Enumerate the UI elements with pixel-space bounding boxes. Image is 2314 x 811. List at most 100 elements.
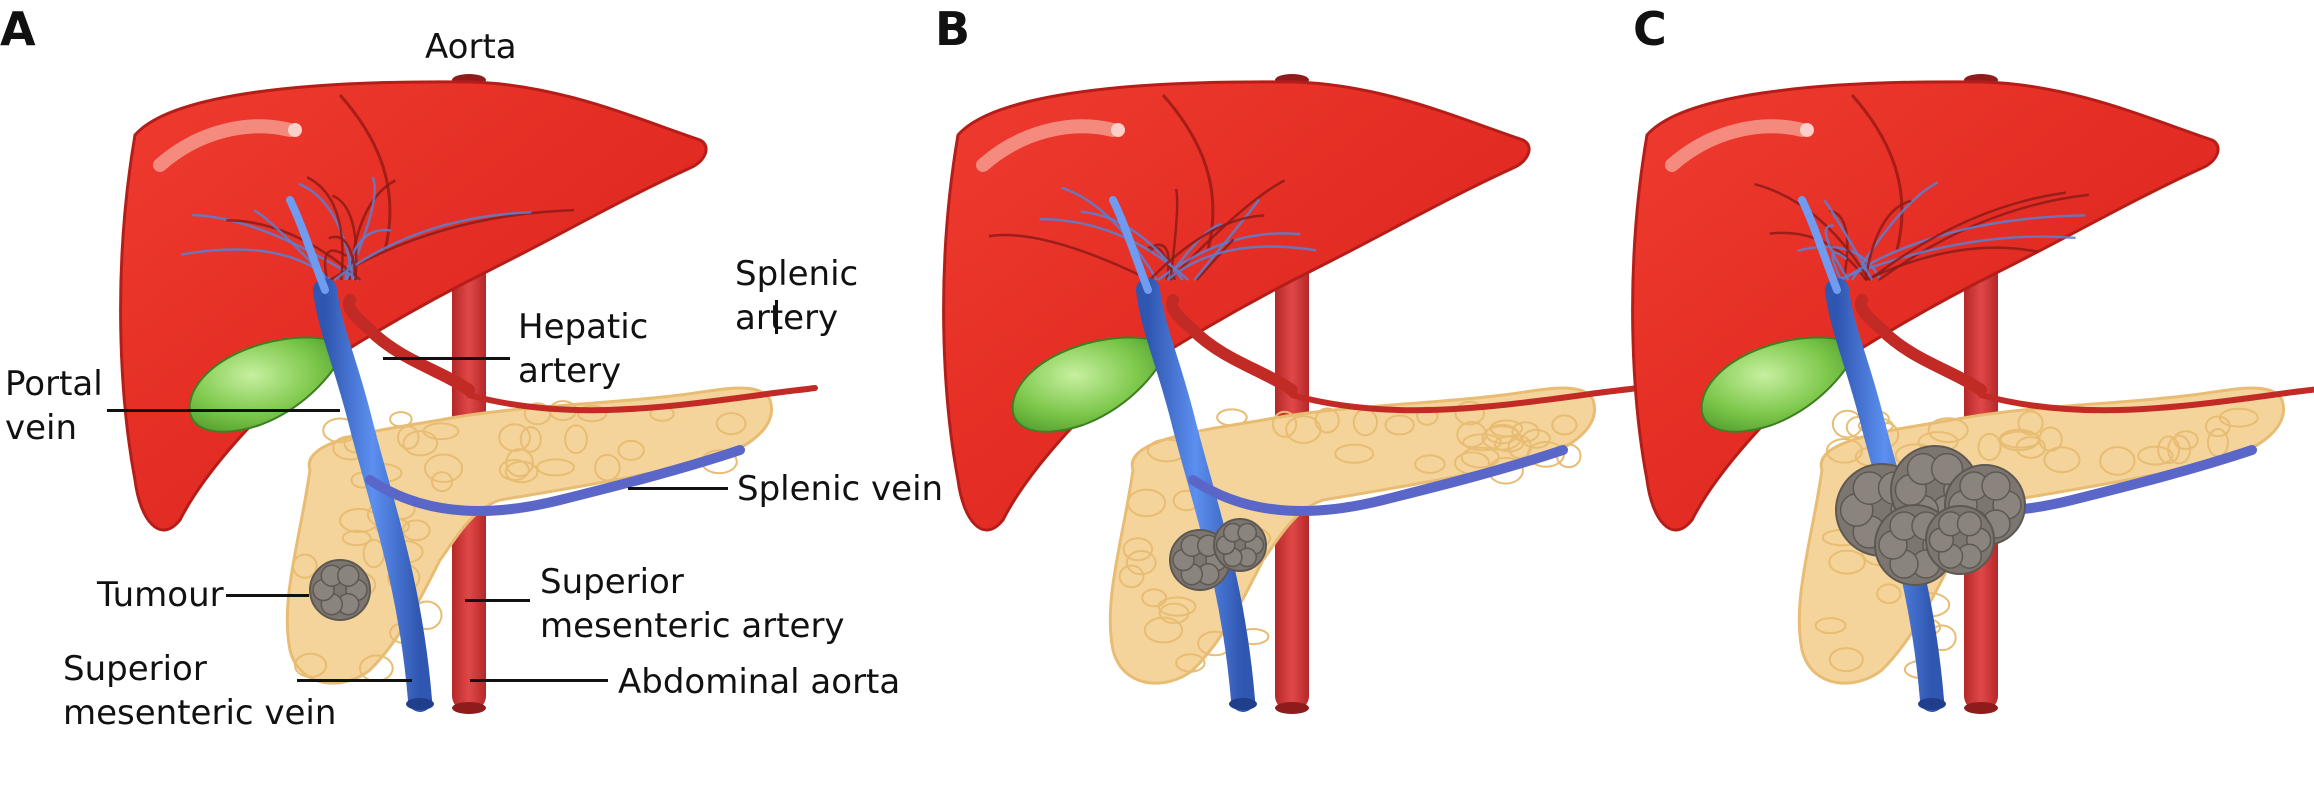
hepatic-artery-branch	[1864, 199, 1912, 281]
hepatic-vein-branch	[192, 213, 361, 282]
pancreas-lobule	[564, 424, 588, 455]
pancreas-lobule	[617, 439, 645, 461]
pancreas-lobule	[2157, 435, 2181, 465]
liver	[119, 80, 708, 532]
label-aorta: Aorta	[425, 27, 517, 67]
hepatic-artery-branch	[1195, 238, 1235, 281]
label-hepatic-artery: Hepatic artery	[518, 307, 649, 391]
pancreas-lobule	[1876, 583, 1902, 605]
pancreas-lobule	[2015, 436, 2047, 459]
leader-tumour	[226, 594, 309, 597]
gallbladder	[188, 336, 347, 433]
hepatic-artery	[343, 294, 475, 396]
portal-vein-branch	[1109, 196, 1152, 294]
hepatic-artery-branch	[226, 219, 362, 281]
hepatic-artery-branch	[1829, 209, 1849, 281]
pancreas-lobule	[341, 529, 372, 547]
pancreas-lobule	[2017, 410, 2044, 436]
pancreas-lobule	[1489, 419, 1524, 438]
liver-highlight	[1665, 119, 1809, 172]
pancreas-lobule	[498, 423, 532, 452]
pancreas-lobule	[594, 453, 621, 482]
pancreas-lobule	[2038, 426, 2063, 452]
pancreas-lobule	[2099, 446, 2136, 476]
liver-sheen	[288, 123, 302, 137]
hepatic-vein-branch	[1823, 199, 1874, 281]
pancreas-lobule	[1175, 653, 1206, 673]
pancreas-lobule	[1143, 616, 1184, 644]
panel-b	[942, 74, 1641, 714]
pancreas-lobule	[1414, 454, 1446, 474]
hepatic-artery-branch	[1878, 193, 2090, 282]
hepatic-artery-branch	[1864, 246, 2039, 282]
hepatic-vein-branch	[1166, 245, 1317, 281]
pancreas-lobule	[498, 458, 530, 481]
hepatic-artery-branch	[1169, 179, 1286, 281]
pancreas-lobule	[1521, 428, 1551, 449]
pancreas-lobule	[2173, 430, 2199, 450]
pancreas-lobule	[1828, 647, 1864, 673]
tumour-nodule	[1956, 511, 1983, 537]
pancreas-lobule	[1481, 425, 1523, 451]
panel-letter-b: B	[935, 2, 971, 56]
hepatic-vein-branch	[1824, 224, 1850, 281]
pancreas-lobule	[294, 652, 328, 678]
pancreas-lobule	[519, 426, 542, 453]
gallbladder	[1700, 336, 1859, 433]
splenic-vein	[1188, 445, 1568, 516]
hepatic-artery-branch	[1754, 182, 1871, 281]
pancreas-lobule	[1511, 421, 1540, 443]
hepatic-vein-branch	[298, 182, 355, 281]
pancreas-lobule	[1384, 414, 1415, 436]
pancreas-lobule	[2137, 445, 2174, 466]
liver	[942, 80, 1531, 532]
panel-c	[1631, 74, 2314, 714]
pancreas-lobule	[430, 471, 454, 493]
portal-vein	[313, 278, 432, 712]
pancreas-lobule	[1126, 488, 1167, 518]
superior-mesenteric-vein-end	[1918, 698, 1946, 710]
aorta-bottom	[452, 702, 486, 714]
pancreas-lobule	[1927, 417, 1969, 444]
portal-vein-branch	[1798, 196, 1841, 294]
pancreas-lobule	[389, 411, 413, 428]
label-portal-vein: Portal vein	[5, 364, 103, 448]
hepatic-artery	[1855, 294, 1987, 396]
pancreas-lobule	[1814, 617, 1847, 635]
falciform-ligament	[1850, 94, 1904, 251]
pancreas-lobule	[504, 460, 539, 484]
leader-abdominal-aorta	[470, 679, 608, 682]
pancreas-lobule	[2043, 446, 2081, 474]
pancreas-lobule	[1460, 446, 1500, 469]
leader-splenic-artery	[775, 300, 778, 334]
hepatic-vein-branch	[1193, 198, 1260, 281]
splenic-artery	[466, 385, 818, 414]
panel-letter-a: A	[0, 2, 36, 56]
pancreas-lobule	[1825, 437, 1863, 464]
leader-splenic-vein	[628, 487, 728, 490]
pancreas-lobule	[505, 448, 534, 478]
leader-superior-mesenteric-artery	[465, 599, 530, 602]
pancreas-lobule	[423, 453, 464, 484]
pancreas-lobule	[1118, 564, 1145, 589]
label-splenic-vein: Splenic vein	[737, 469, 944, 509]
label-tumour: Tumour	[97, 575, 224, 615]
hepatic-artery-branch	[348, 179, 397, 281]
pancreas-lobule	[1314, 407, 1340, 434]
pancreas-lobule	[1551, 414, 1578, 436]
pancreas-lobule	[292, 553, 318, 579]
hepatic-artery-branch	[988, 233, 1151, 282]
pancreas-lobule	[1141, 588, 1168, 608]
superior-mesenteric-vein-end	[1229, 698, 1257, 710]
pancreas-lobule	[1454, 400, 1485, 426]
portal-vein	[1136, 278, 1255, 712]
tumour-nodule	[1237, 522, 1257, 543]
label-superior-mesenteric-artery: Superior mesenteric artery	[540, 562, 845, 646]
pancreas-lobule	[1507, 434, 1533, 460]
hepatic-vein-branch	[1039, 217, 1190, 281]
liver-highlight	[976, 119, 1120, 172]
pancreas-lobule	[1828, 549, 1866, 575]
panel-letter-c: C	[1633, 2, 1667, 56]
